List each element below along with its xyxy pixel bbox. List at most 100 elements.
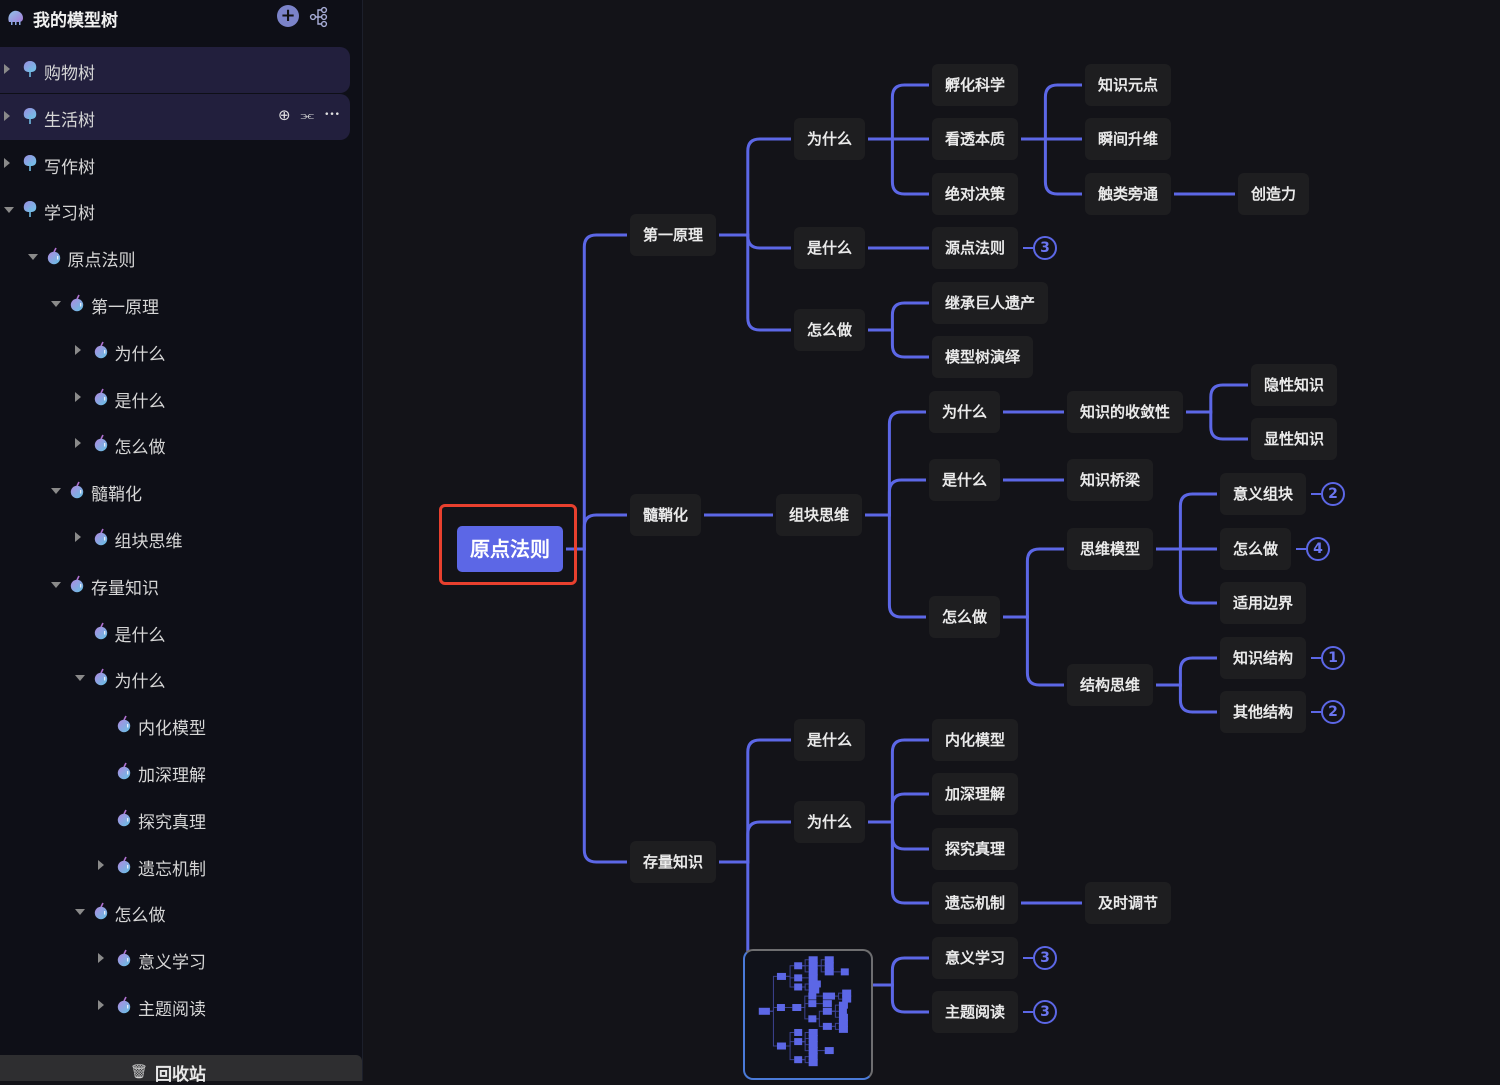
mindmap-node[interactable]: 是什么 [794, 719, 866, 761]
sidebar-tree-item[interactable]: 原点法则 [0, 234, 350, 280]
caret-right-icon[interactable] [74, 438, 81, 449]
mindmap-node[interactable]: 孵化科学 [932, 64, 1019, 106]
sidebar-tree-item[interactable]: 探究真理 [0, 796, 350, 842]
mindmap-node[interactable]: 意义学习 [932, 937, 1019, 979]
mindmap-node[interactable]: 瞬间升维 [1085, 118, 1172, 160]
mindmap-icon[interactable] [308, 6, 330, 28]
sidebar-tree-item[interactable]: 主题阅读 [0, 983, 350, 1029]
mindmap-node[interactable]: 触类旁通 [1085, 173, 1172, 215]
connector-line [719, 233, 791, 250]
sidebar-tree-item[interactable]: 是什么 [0, 375, 350, 421]
mindmap-node[interactable]: 为什么 [929, 391, 1001, 433]
mindmap-root-node[interactable]: 原点法则 [457, 526, 563, 572]
caret-down-icon[interactable] [4, 207, 14, 214]
sidebar-tree-item[interactable]: 是什么 [0, 609, 350, 655]
mindmap-node[interactable]: 怎么做 [1220, 528, 1292, 570]
caret-down-icon[interactable] [74, 675, 85, 682]
minimap[interactable] [743, 949, 873, 1080]
mindmap-node[interactable]: 是什么 [794, 227, 866, 269]
mindmap-node[interactable]: 组块思维 [776, 494, 863, 536]
collapsed-count-badge[interactable]: 4 [1306, 537, 1330, 561]
caret-right-icon[interactable] [74, 532, 81, 542]
mindmap-node[interactable]: 加深理解 [932, 773, 1019, 815]
mindmap-node[interactable]: 思维模型 [1067, 528, 1154, 570]
sidebar-tree-item[interactable]: 意义学习 [0, 936, 350, 982]
caret-right-icon[interactable] [98, 859, 104, 870]
sidebar-tree-item[interactable]: 购物树 [0, 47, 350, 93]
mindmap-node[interactable]: 继承巨人遗产 [932, 282, 1049, 324]
caret-right-icon[interactable] [98, 1000, 104, 1010]
mindmap-node[interactable]: 知识桥梁 [1067, 459, 1154, 501]
mindmap-node[interactable]: 适用边界 [1220, 582, 1307, 624]
mindmap-node[interactable]: 知识元点 [1085, 64, 1172, 106]
sidebar-tree-item[interactable]: 第一原理 [0, 281, 350, 327]
mindmap-node[interactable]: 结构思维 [1067, 664, 1154, 706]
collapsed-count-badge[interactable]: 2 [1321, 482, 1345, 506]
mindmap-node[interactable]: 知识结构 [1220, 637, 1307, 679]
mindmap-node[interactable]: 怎么做 [794, 309, 866, 351]
caret-down-icon[interactable] [51, 488, 61, 495]
sidebar-tree-item[interactable]: 存量知识 [0, 562, 350, 608]
mindmap-icon[interactable]: ⫘ [300, 105, 315, 124]
sidebar-tree-item[interactable]: 髓鞘化 [0, 468, 350, 514]
mindmap-node[interactable]: 显性知识 [1251, 418, 1338, 460]
collapsed-count-badge[interactable]: 3 [1033, 1000, 1057, 1024]
sidebar-tree-item[interactable]: 生活树⊕⫘••• [0, 93, 350, 140]
sidebar-tree-item[interactable]: 遗忘机制 [0, 843, 350, 889]
plus-circle-icon[interactable]: + [277, 5, 299, 27]
minimap-node [808, 986, 820, 994]
caret-down-icon[interactable] [27, 254, 38, 261]
mindmap-node[interactable]: 探究真理 [932, 828, 1019, 870]
sidebar-tree-item[interactable]: 怎么做 [0, 889, 350, 935]
sidebar-tree-item[interactable]: 怎么做 [0, 421, 350, 467]
sidebar-tree-item[interactable]: 为什么 [0, 328, 350, 374]
mindmap-node[interactable]: 模型树演绎 [932, 336, 1034, 378]
mindmap-node[interactable]: 是什么 [929, 459, 1001, 501]
mindmap-node[interactable]: 存量知识 [630, 841, 717, 883]
connector-line [1003, 615, 1064, 687]
collapsed-count-badge[interactable]: 3 [1033, 946, 1057, 970]
mindmap-node[interactable]: 第一原理 [630, 214, 717, 256]
mindmap-node[interactable]: 遗忘机制 [932, 882, 1019, 924]
mindmap-node[interactable]: 及时调节 [1085, 882, 1172, 924]
sidebar-tree-item[interactable]: 组块思维 [0, 515, 350, 561]
fruit-icon [69, 481, 85, 499]
mindmap-node[interactable]: 源点法则 [932, 227, 1019, 269]
plus-circle-icon[interactable]: ⊕ [277, 105, 291, 124]
collapsed-count-badge[interactable]: 3 [1033, 236, 1057, 260]
collapsed-count-badge[interactable]: 1 [1321, 646, 1345, 670]
mindmap-node[interactable]: 髓鞘化 [630, 494, 702, 536]
minimap-node [808, 962, 818, 970]
sidebar-tree-item[interactable]: 写作树 [0, 141, 350, 187]
mindmap-node[interactable]: 为什么 [794, 801, 866, 843]
mindmap-node[interactable]: 其他结构 [1220, 691, 1307, 733]
caret-right-icon[interactable] [98, 953, 104, 964]
recycle-bin-button[interactable]: 🗑︎ 回收站 [0, 1055, 362, 1085]
caret-down-icon[interactable] [51, 301, 61, 307]
mindmap-node[interactable]: 意义组块 [1220, 473, 1307, 515]
caret-right-icon[interactable] [74, 391, 81, 402]
caret-down-icon[interactable] [51, 581, 61, 588]
mindmap-node[interactable]: 主题阅读 [932, 991, 1019, 1033]
mindmap-canvas[interactable]: 原点法则第一原理髓鞘化存量知识为什么是什么怎么做孵化科学看透本质绝对决策知识元点… [363, 0, 1500, 1081]
caret-right-icon[interactable] [74, 344, 81, 355]
mindmap-node[interactable]: 创造力 [1238, 173, 1310, 215]
sidebar-tree-item[interactable]: 内化模型 [0, 702, 350, 748]
more-icon[interactable]: ••• [324, 109, 340, 120]
mindmap-node[interactable]: 为什么 [794, 118, 866, 160]
mindmap-node[interactable]: 隐性知识 [1251, 364, 1338, 406]
mindmap-node[interactable]: 看透本质 [932, 118, 1019, 160]
mindmap-node[interactable]: 内化模型 [932, 719, 1019, 761]
caret-right-icon[interactable] [4, 110, 10, 121]
sidebar-tree-item[interactable]: 学习树 [0, 187, 350, 233]
connector-line [1021, 83, 1082, 141]
mindmap-node[interactable]: 知识的收敛性 [1067, 391, 1184, 433]
mindmap-node[interactable]: 怎么做 [929, 596, 1001, 638]
collapsed-count-badge[interactable]: 2 [1321, 700, 1345, 724]
caret-down-icon[interactable] [74, 909, 85, 916]
caret-right-icon[interactable] [4, 64, 10, 74]
sidebar-tree-item[interactable]: 为什么 [0, 655, 350, 701]
caret-right-icon[interactable] [4, 157, 10, 168]
mindmap-node[interactable]: 绝对决策 [932, 173, 1019, 215]
sidebar-tree-item[interactable]: 加深理解 [0, 749, 350, 795]
